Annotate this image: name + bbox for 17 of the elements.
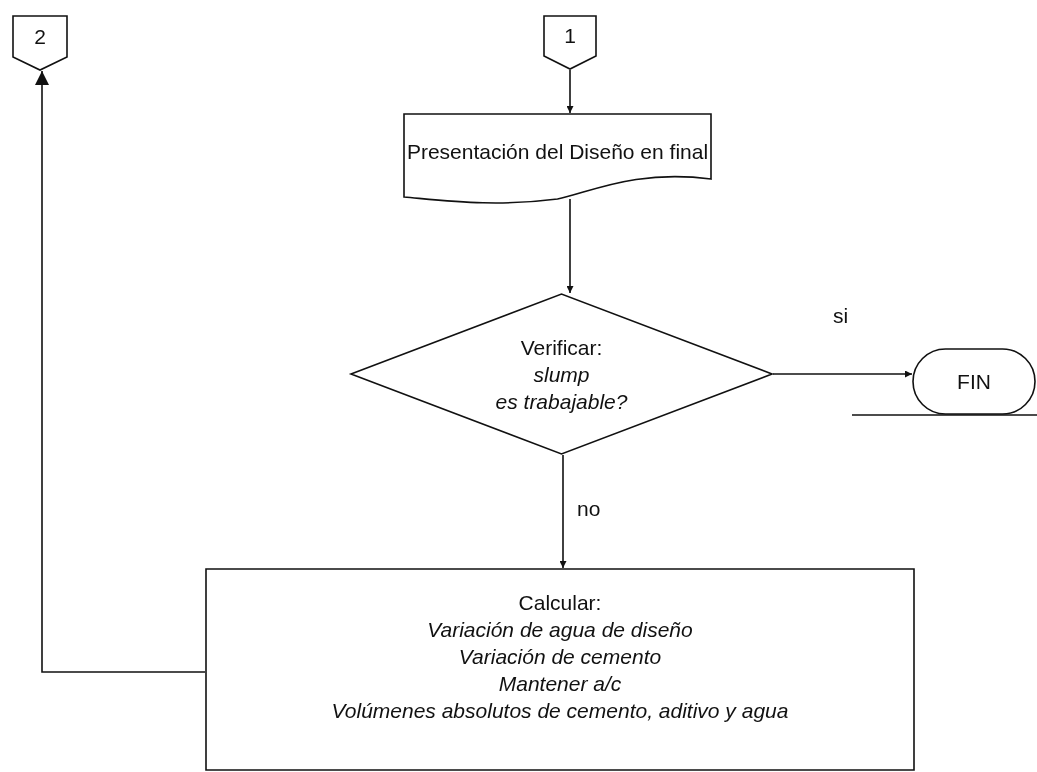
arrow: [559, 454, 567, 569]
node-text: Variación de agua de diseño: [427, 617, 693, 643]
arrow: [566, 69, 574, 114]
node-text: es trabajable?: [495, 388, 628, 415]
node-text: Variación de cemento: [458, 644, 662, 670]
node-text: slump: [533, 361, 590, 388]
node-text: Mantener a/c: [498, 671, 622, 697]
node-label: Calcular:: [518, 590, 602, 616]
arrow: [35, 70, 206, 673]
arrow: [566, 198, 574, 294]
node-label: Verificar:: [520, 334, 603, 361]
node-label: 2: [34, 23, 46, 50]
node-label: FIN: [957, 369, 991, 395]
arrow: [772, 370, 913, 378]
node-text: Volúmenes absolutos de cemento, aditivo y agua: [331, 698, 789, 724]
node-label: Presentación del Diseño en final: [406, 138, 709, 165]
node-label: 1: [564, 23, 576, 49]
